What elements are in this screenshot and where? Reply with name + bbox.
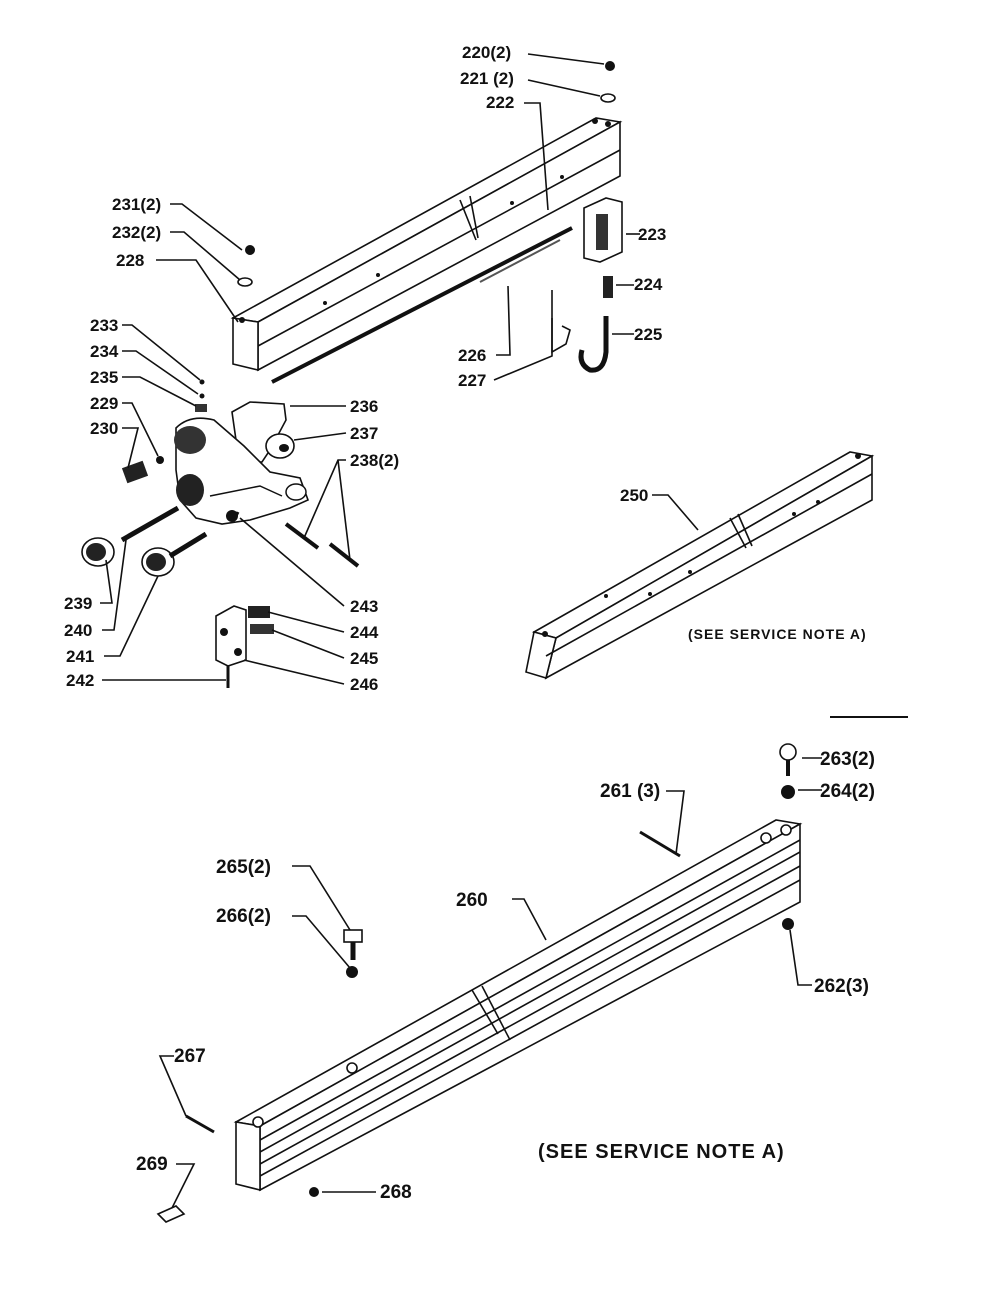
rod-226 bbox=[271, 226, 573, 384]
label-237: 237 bbox=[350, 424, 378, 443]
label-244: 244 bbox=[350, 623, 379, 642]
label-223: 223 bbox=[638, 225, 666, 244]
knob-239 bbox=[81, 537, 115, 567]
label-260: 260 bbox=[456, 890, 488, 911]
hook-225 bbox=[578, 316, 609, 373]
screw-267 bbox=[185, 1114, 215, 1134]
label-238: 238(2) bbox=[350, 451, 399, 470]
label-240: 240 bbox=[64, 621, 92, 640]
label-266: 266(2) bbox=[216, 906, 271, 927]
label-221: 221 (2) bbox=[460, 69, 514, 88]
label-245: 245 bbox=[350, 649, 378, 668]
roller-237 bbox=[265, 433, 295, 459]
plate-235 bbox=[195, 404, 207, 412]
washer-234 bbox=[199, 393, 205, 399]
pin-238-a bbox=[284, 522, 320, 550]
nut-268 bbox=[309, 1187, 319, 1197]
label-234: 234 bbox=[90, 342, 119, 361]
label-229: 229 bbox=[90, 394, 118, 413]
spring-245 bbox=[250, 624, 274, 634]
screw-220 bbox=[605, 61, 615, 71]
label-220: 220(2) bbox=[462, 43, 511, 62]
label-232: 232(2) bbox=[112, 223, 161, 242]
label-235: 235 bbox=[90, 368, 118, 387]
lock-handle-assembly bbox=[174, 401, 310, 525]
label-224: 224 bbox=[634, 275, 663, 294]
bolt-263 bbox=[779, 743, 797, 776]
label-236: 236 bbox=[350, 397, 378, 416]
label-241: 241 bbox=[66, 647, 94, 666]
clamp-246 bbox=[215, 605, 247, 667]
washer-232 bbox=[237, 277, 253, 287]
screw-230 bbox=[121, 460, 149, 484]
part-labels: 220(2) 221 (2) 222 223 224 225 226 227 2… bbox=[64, 43, 875, 1203]
label-264: 264(2) bbox=[820, 781, 875, 802]
label-267: 267 bbox=[174, 1046, 206, 1067]
pin-238-b bbox=[328, 542, 360, 568]
label-261: 261 (3) bbox=[600, 781, 660, 802]
nut-262 bbox=[782, 918, 794, 930]
label-226: 226 bbox=[458, 346, 486, 365]
spring-224 bbox=[603, 276, 613, 298]
label-228: 228 bbox=[116, 251, 144, 270]
plate-269 bbox=[156, 1205, 186, 1223]
label-246: 246 bbox=[350, 675, 378, 694]
bracket-223 bbox=[583, 197, 623, 263]
label-230: 230 bbox=[90, 419, 118, 438]
leader-lines bbox=[100, 53, 822, 1209]
rail-250 bbox=[525, 451, 875, 680]
label-242: 242 bbox=[66, 671, 94, 690]
label-225: 225 bbox=[634, 325, 662, 344]
label-262: 262(3) bbox=[814, 976, 869, 997]
washer-264 bbox=[781, 785, 795, 799]
bushing-243 bbox=[226, 510, 238, 522]
knob-241 bbox=[141, 531, 208, 577]
washer-221 bbox=[600, 93, 616, 103]
label-231: 231(2) bbox=[112, 195, 161, 214]
label-239: 239 bbox=[64, 594, 92, 613]
label-222: 222 bbox=[486, 93, 514, 112]
nut-229 bbox=[156, 456, 164, 464]
screw-244 bbox=[248, 606, 270, 618]
service-note-lower: (SEE SERVICE NOTE A) bbox=[538, 1141, 785, 1163]
service-note-upper: (SEE SERVICE NOTE A) bbox=[688, 626, 867, 642]
label-269: 269 bbox=[136, 1154, 168, 1175]
label-227: 227 bbox=[458, 371, 486, 390]
label-250: 250 bbox=[620, 486, 648, 505]
clip-227 bbox=[551, 318, 571, 354]
label-243: 243 bbox=[350, 597, 378, 616]
label-233: 233 bbox=[90, 316, 118, 335]
rail-260 bbox=[233, 819, 803, 1192]
washer-266 bbox=[346, 966, 358, 978]
rod-240 bbox=[120, 505, 180, 543]
label-263: 263(2) bbox=[820, 749, 875, 770]
label-265: 265(2) bbox=[216, 857, 271, 878]
bolt-265 bbox=[343, 929, 363, 960]
label-268: 268 bbox=[380, 1182, 412, 1203]
screw-261 bbox=[639, 830, 681, 858]
screw-233 bbox=[199, 379, 205, 385]
screw-231 bbox=[245, 245, 255, 255]
fence-rail-upper bbox=[230, 117, 623, 372]
